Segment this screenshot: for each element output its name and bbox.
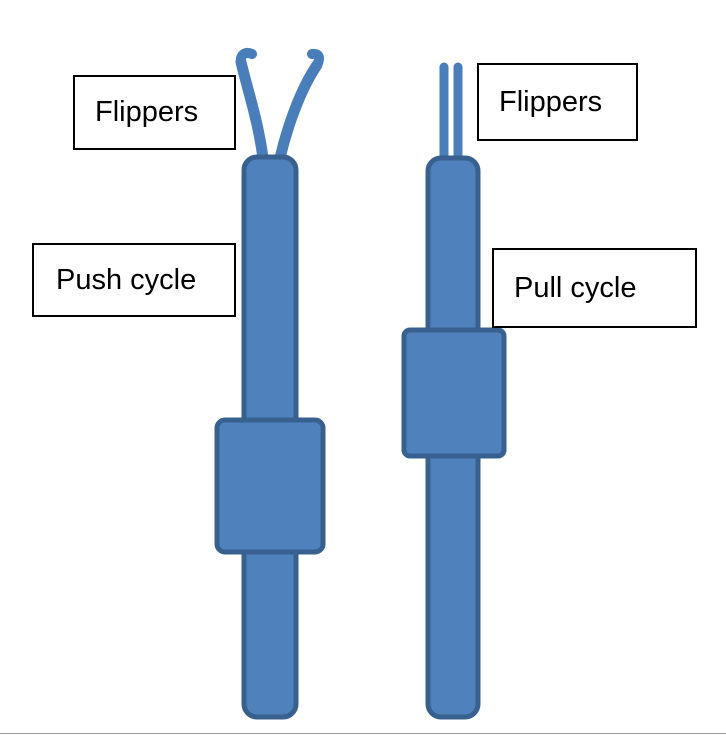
pull-cycle-figure xyxy=(401,62,507,720)
label-text-flippers-right: Flippers xyxy=(499,85,603,118)
flipper-left-tip-hook xyxy=(235,48,257,67)
flipper-left-outer xyxy=(235,56,269,164)
push-cycle-collar xyxy=(214,417,326,555)
pull-cycle-collar xyxy=(401,327,507,459)
flipper-right-outer xyxy=(274,59,323,164)
label-box-push-cycle: Push cycle xyxy=(32,243,236,317)
flipper-right-tip-hook xyxy=(307,48,325,70)
label-box-flippers-left: Flippers xyxy=(73,75,236,150)
label-box-flippers-right: Flippers xyxy=(477,63,638,141)
label-text-push-cycle: Push cycle xyxy=(56,263,197,296)
label-text-pull-cycle: Pull cycle xyxy=(514,271,637,304)
label-box-pull-cycle: Pull cycle xyxy=(492,248,697,328)
footer-divider xyxy=(0,733,726,734)
push-cycle-figure xyxy=(214,48,326,720)
label-text-flippers-left: Flippers xyxy=(95,96,199,128)
